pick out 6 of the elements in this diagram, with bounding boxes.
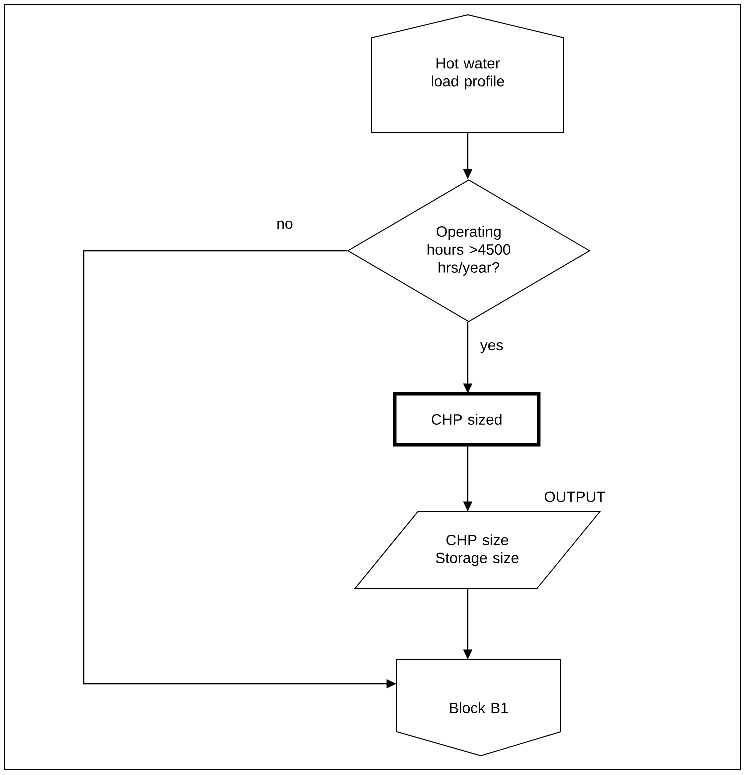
edge-label: yes bbox=[479, 341, 505, 355]
input-box: Hot water load profile bbox=[372, 14, 564, 134]
edge-label: no bbox=[276, 220, 294, 230]
process-box: CHP sized bbox=[393, 392, 541, 447]
block-box: Block B1 bbox=[396, 660, 562, 757]
output-label: OUTPUT bbox=[544, 492, 606, 502]
